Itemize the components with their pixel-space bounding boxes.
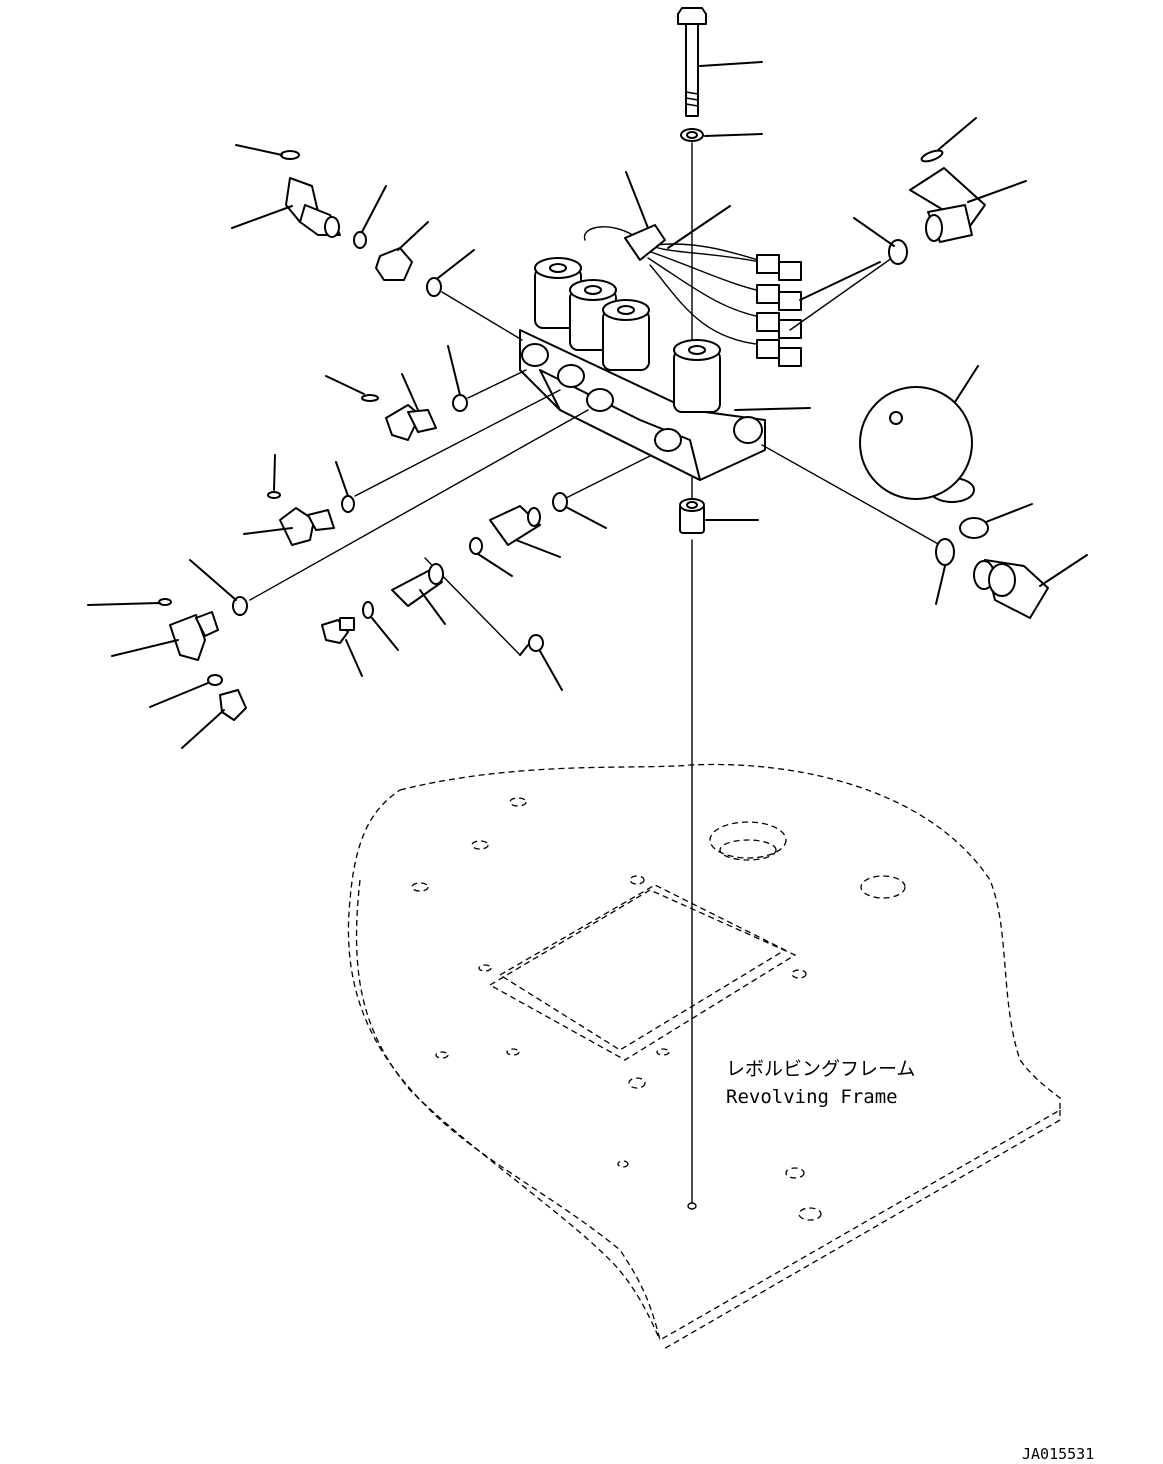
o-ring-icon — [325, 375, 379, 402]
o-ring-icon — [362, 601, 399, 651]
o-ring-icon — [267, 454, 281, 499]
o-ring-icon — [528, 634, 563, 691]
accumulator — [859, 365, 979, 503]
plug-icon — [321, 617, 363, 677]
spacer — [679, 498, 759, 534]
o-ring-icon — [469, 537, 513, 577]
frame-label-en: Revolving Frame — [726, 1086, 898, 1108]
revolving-frame — [347, 763, 1061, 1351]
o-ring-icon — [189, 559, 248, 616]
o-ring-icon — [920, 117, 977, 163]
o-ring-icon — [235, 144, 300, 160]
o-ring-icon — [87, 598, 172, 606]
drawing-code: JA015531 — [1022, 1445, 1094, 1463]
elbow-fitting-icon — [391, 563, 446, 625]
elbow-fitting-icon — [231, 177, 341, 238]
o-ring-icon — [149, 674, 223, 708]
solenoid-valve-assembly — [519, 171, 881, 481]
o-ring-icon — [552, 492, 607, 529]
o-ring-icon — [335, 461, 355, 513]
o-ring-icon — [853, 217, 908, 265]
leader-line — [519, 644, 529, 656]
connector-icon — [756, 254, 802, 367]
elbow-fitting-icon — [243, 507, 335, 546]
o-ring-icon — [935, 538, 955, 605]
washer — [680, 128, 763, 142]
elbow-fitting-icon — [909, 167, 1027, 243]
o-ring-icon — [959, 503, 1033, 539]
elbow-fitting-icon — [973, 554, 1088, 619]
elbow-fitting-icon — [385, 373, 437, 441]
frame-label-jp: レボルビングフレーム — [726, 1058, 915, 1080]
plug-icon — [375, 221, 429, 281]
o-ring-icon — [426, 249, 475, 297]
o-ring-icon — [447, 345, 468, 412]
o-ring-icon — [353, 185, 387, 249]
elbow-fitting-icon — [111, 611, 219, 661]
assembly-guide-lines — [249, 257, 941, 656]
bolt — [677, 7, 763, 117]
plug-icon — [181, 689, 247, 749]
elbow-fitting-icon — [489, 505, 561, 558]
